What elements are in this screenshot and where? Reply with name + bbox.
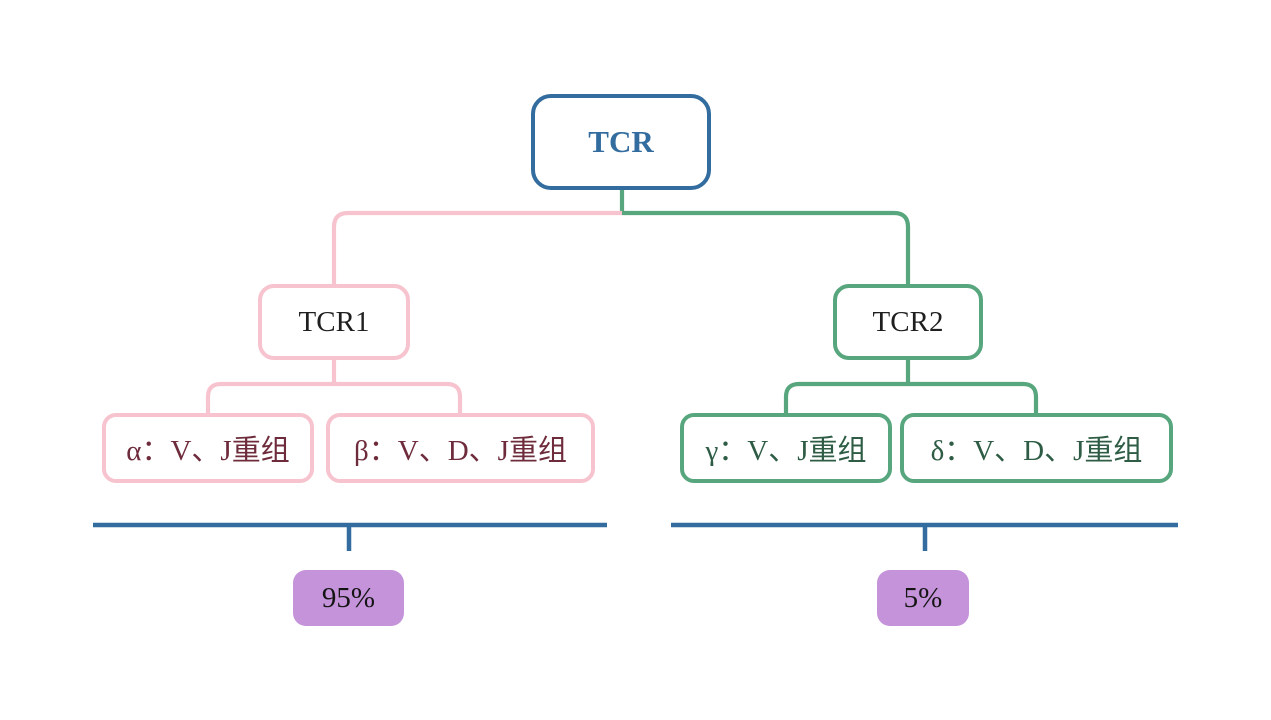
leaf-beta-vdj: β：V、D、J重组	[326, 413, 595, 483]
share-badge-tcr2: 5%	[877, 570, 969, 626]
leaf-delta-vdj: δ：V、D、J重组	[900, 413, 1173, 483]
connector-root-to-tcr1	[331, 210, 622, 284]
leaf-alpha-vj: α：V、J重组	[102, 413, 314, 483]
connector-tcr1-to-leaves	[205, 381, 463, 413]
node-tcr: TCR	[531, 94, 711, 190]
node-tcr1: TCR1	[258, 284, 410, 360]
connector-root-to-tcr2	[622, 210, 911, 284]
share-badge-tcr1: 95%	[293, 570, 404, 626]
leaf-gamma-vj: γ：V、J重组	[680, 413, 892, 483]
connector-tcr2-to-leaves	[783, 381, 1039, 413]
node-tcr2: TCR2	[833, 284, 983, 360]
